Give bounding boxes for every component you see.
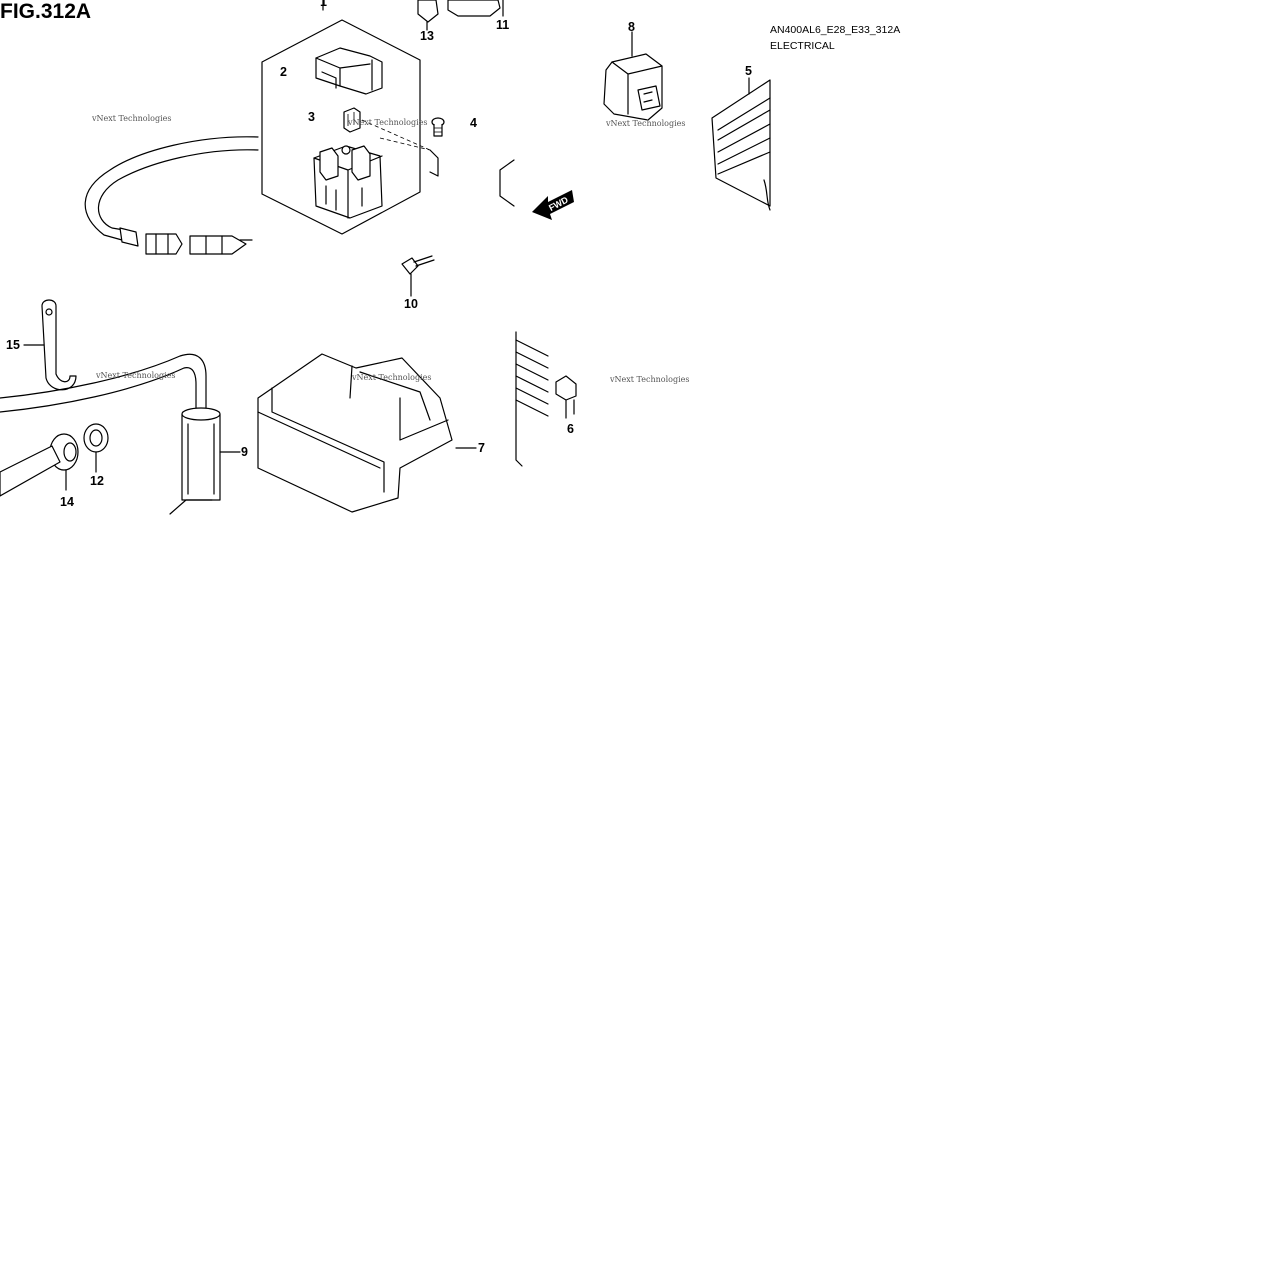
part-bolt-6: [555, 375, 577, 419]
figure-section: ELECTRICAL: [770, 40, 835, 52]
part-heatsink-6: [515, 331, 549, 467]
part-collar-12: [83, 423, 109, 453]
callout-6: 6: [567, 422, 574, 436]
callout-12: 12: [90, 474, 104, 488]
part-screw-10: [401, 255, 435, 275]
part-relay-cover: [315, 47, 383, 95]
watermark-6: vNext Technologies: [609, 375, 689, 384]
callout-5: 5: [745, 64, 752, 78]
forward-direction-arrow: FWD: [532, 190, 574, 220]
callout-2: 2: [280, 65, 287, 79]
callout-13: 13: [420, 29, 434, 43]
part-starter-relay: [313, 145, 383, 219]
part-harness-bottom: [0, 353, 207, 415]
part-ecm-7: [257, 353, 453, 513]
figure-code: AN400AL6_E28_E33_312A: [770, 24, 900, 36]
watermark-2: vNext Technologies: [347, 118, 427, 127]
part-harness-top: [84, 136, 259, 255]
callout-11: 11: [496, 18, 509, 32]
watermark-3: vNext Technologies: [605, 119, 685, 128]
callout-14: 14: [60, 495, 74, 509]
callout-9: 9: [241, 445, 248, 459]
watermark-5: vNext Technologies: [351, 373, 431, 382]
part-coil-9: [169, 407, 221, 515]
figure-title: FIG.312A: [0, 0, 91, 23]
callout-8: 8: [628, 20, 635, 34]
part-fuse: [343, 107, 361, 133]
part-13: [417, 0, 439, 23]
part-11: [447, 0, 501, 17]
callout-10: 10: [404, 297, 418, 311]
relay-assembly-frame: [261, 19, 421, 235]
callout-15: 15: [6, 338, 20, 352]
callout-3: 3: [308, 110, 315, 124]
part-connector-8: [603, 53, 663, 121]
watermark-1: vNext Technologies: [91, 114, 171, 123]
callout-4: 4: [470, 116, 477, 130]
callout-1: 1: [320, 0, 327, 9]
callout-7: 7: [478, 441, 485, 455]
part-regulator-5: [711, 79, 771, 211]
part-grommet-14: [0, 433, 79, 497]
watermark-4: vNext Technologies: [95, 371, 175, 380]
part-clamp-15: [41, 299, 77, 391]
part-bolt-4: [431, 117, 445, 137]
